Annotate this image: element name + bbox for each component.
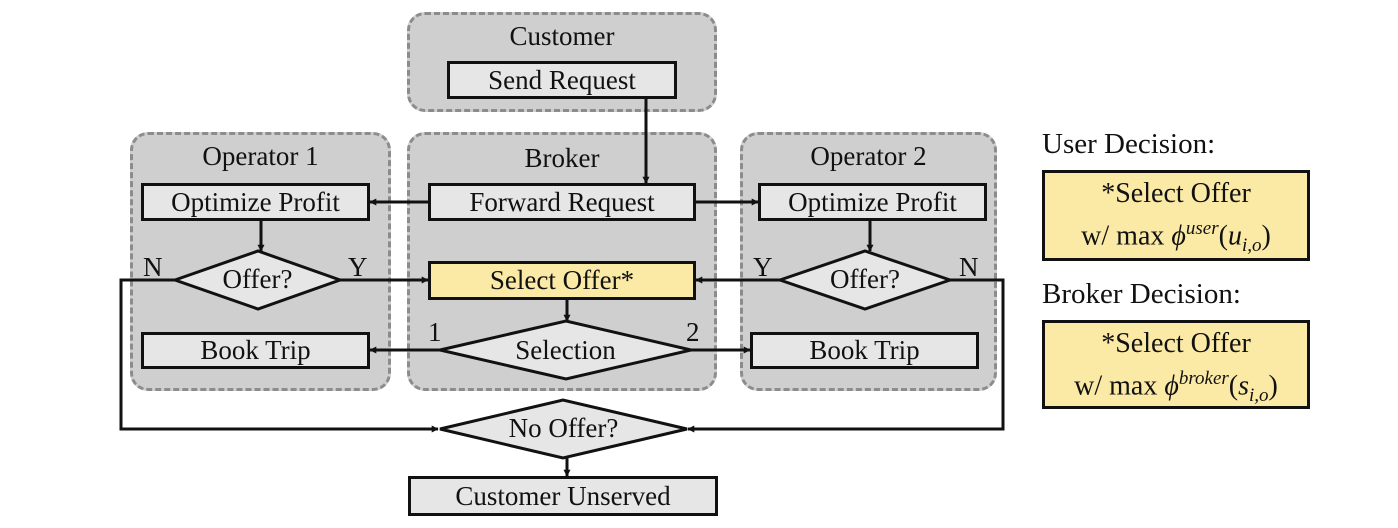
- user-decision-superscript: user: [1185, 218, 1219, 239]
- user-decision-heading: User Decision:: [1042, 128, 1216, 160]
- user-decision-line1: *Select Offer: [1101, 178, 1251, 209]
- no-offer-diamond: [439, 398, 688, 460]
- broker-decision-subscript: i,o: [1249, 384, 1269, 406]
- op1-yes-label: Y: [348, 252, 368, 282]
- offer-label-1: Offer?: [222, 264, 293, 294]
- optimize-profit-node-2: Optimize Profit: [758, 183, 987, 221]
- selection-label: Selection: [515, 335, 616, 365]
- book-trip-node-1: Book Trip: [141, 332, 370, 369]
- broker-decision-phi: ϕ: [1164, 370, 1179, 402]
- send-request-node: Send Request: [447, 61, 677, 99]
- user-decision-arg: u: [1227, 220, 1242, 252]
- broker-decision-line2: w/ max ϕbroker(si,o): [1074, 368, 1278, 406]
- customer-unserved-node: Customer Unserved: [408, 476, 718, 516]
- op1-no-label: N: [143, 252, 163, 282]
- user-decision-box: *Select Offer w/ max ϕuser(ui,o): [1042, 170, 1310, 261]
- user-decision-line2: w/ max ϕuser(ui,o): [1081, 218, 1271, 256]
- book-trip-node-2: Book Trip: [750, 332, 979, 369]
- broker-decision-prefix: w/ max: [1074, 370, 1165, 402]
- offer-diamond-1: [170, 249, 345, 311]
- selection-diamond: [439, 319, 692, 381]
- optimize-profit-node-1: Optimize Profit: [141, 183, 370, 221]
- selection-2-label: 2: [686, 317, 700, 347]
- operator1-group-title: Operator 1: [202, 141, 319, 171]
- edge-offer2-no: [687, 278, 1005, 433]
- operator2-group-title: Operator 2: [810, 141, 927, 171]
- select-offer-node: Select Offer*: [428, 261, 696, 300]
- forward-request-node: Forward Request: [428, 183, 696, 221]
- offer-label-2: Offer?: [830, 264, 900, 294]
- broker-decision-superscript: broker: [1178, 368, 1229, 389]
- broker-decision-heading: Broker Decision:: [1042, 278, 1241, 310]
- broker-group-title: Broker: [524, 143, 600, 173]
- selection-1-label: 1: [428, 317, 442, 347]
- edge-offer1-no: [119, 278, 439, 433]
- broker-decision-line1: *Select Offer: [1101, 328, 1251, 359]
- customer-group-title: Customer: [509, 21, 615, 51]
- op2-no-label: N: [959, 252, 979, 282]
- no-offer-label: No Offer?: [508, 413, 619, 443]
- broker-decision-arg: s: [1238, 370, 1250, 402]
- user-decision-subscript: i,o: [1241, 234, 1262, 256]
- offer-diamond-2: [775, 249, 955, 311]
- broker-decision-box: *Select Offer w/ max ϕbroker(si,o): [1042, 320, 1310, 409]
- user-decision-phi: ϕ: [1171, 220, 1186, 252]
- user-decision-prefix: w/ max: [1081, 220, 1172, 252]
- op2-yes-label: Y: [753, 252, 773, 282]
